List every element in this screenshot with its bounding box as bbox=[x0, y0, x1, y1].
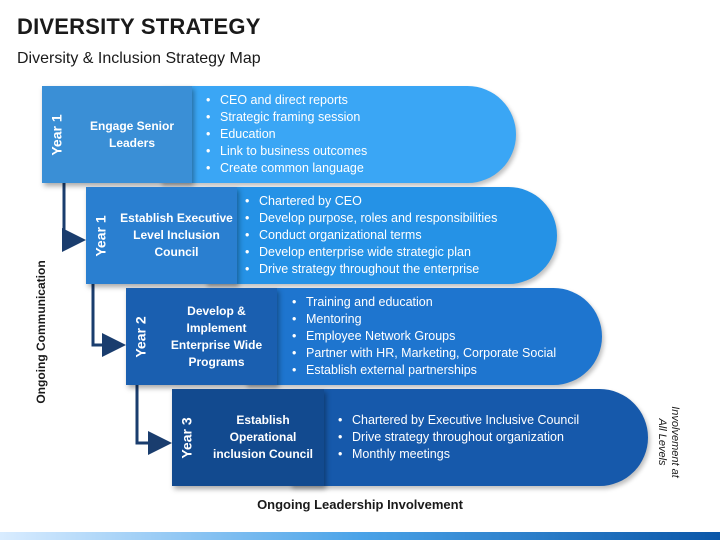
step-4-label: Establish Operational inclusion Council bbox=[212, 413, 313, 461]
step-2-label: Establish Executive Level Inclusion Coun… bbox=[120, 211, 233, 259]
list-item: Create common language bbox=[206, 160, 367, 177]
step-3-box: Year 2 Develop & Implement Enterprise Wi… bbox=[126, 288, 277, 385]
arrow-3-to-4 bbox=[135, 385, 172, 455]
list-item: Partner with HR, Marketing, Corporate So… bbox=[292, 345, 556, 362]
list-item: Employee Network Groups bbox=[292, 328, 556, 345]
list-item: Drive strategy throughout organization bbox=[338, 429, 579, 446]
step-3-bullets: Training and education Mentoring Employe… bbox=[292, 294, 556, 379]
list-item: Link to business outcomes bbox=[206, 143, 367, 160]
list-item: Drive strategy throughout the enterprise bbox=[245, 261, 497, 278]
arrow-2-to-3 bbox=[91, 283, 126, 357]
step-2-box: Year 1 Establish Executive Level Inclusi… bbox=[86, 187, 237, 284]
page-title: DIVERSITY STRATEGY bbox=[17, 14, 261, 39]
list-item: Monthly meetings bbox=[338, 446, 579, 463]
step-4-box: Year 3 Establish Operational inclusion C… bbox=[172, 389, 324, 486]
left-axis-label: Ongoing Communication bbox=[34, 260, 48, 404]
step-4-bullets: Chartered by Executive Inclusive Council… bbox=[338, 412, 579, 463]
list-item: Mentoring bbox=[292, 311, 556, 328]
step-1-box: Year 1 Engage Senior Leaders bbox=[42, 86, 192, 183]
page-subtitle: Diversity & Inclusion Strategy Map bbox=[17, 50, 261, 67]
list-item: Strategic framing session bbox=[206, 109, 367, 126]
list-item: Education bbox=[206, 126, 367, 143]
step-1-label: Engage Senior Leaders bbox=[89, 118, 175, 150]
list-item: Conduct organizational terms bbox=[245, 227, 497, 244]
list-item: Chartered by CEO bbox=[245, 193, 497, 210]
step-2-bullets: Chartered by CEO Develop purpose, roles … bbox=[245, 193, 497, 278]
step-2-year: Year 1 bbox=[93, 214, 110, 257]
step-3-label: Develop & Implement Enterprise Wide Prog… bbox=[170, 303, 263, 369]
list-item: Develop purpose, roles and responsibilit… bbox=[245, 210, 497, 227]
bottom-axis-label: Ongoing Leadership Involvement bbox=[257, 497, 463, 512]
step-4-year: Year 3 bbox=[179, 416, 196, 459]
list-item: Develop enterprise wide strategic plan bbox=[245, 244, 497, 261]
arrow-1-to-2 bbox=[62, 182, 86, 252]
right-axis-label: Involvement at All Levels bbox=[656, 406, 681, 478]
step-3-year: Year 2 bbox=[133, 315, 150, 358]
footer-bar bbox=[0, 532, 720, 540]
list-item: CEO and direct reports bbox=[206, 92, 367, 109]
list-item: Chartered by Executive Inclusive Council bbox=[338, 412, 579, 429]
step-1-year: Year 1 bbox=[49, 113, 66, 156]
list-item: Training and education bbox=[292, 294, 556, 311]
step-1-bullets: CEO and direct reports Strategic framing… bbox=[206, 92, 367, 177]
list-item: Establish external partnerships bbox=[292, 362, 556, 379]
